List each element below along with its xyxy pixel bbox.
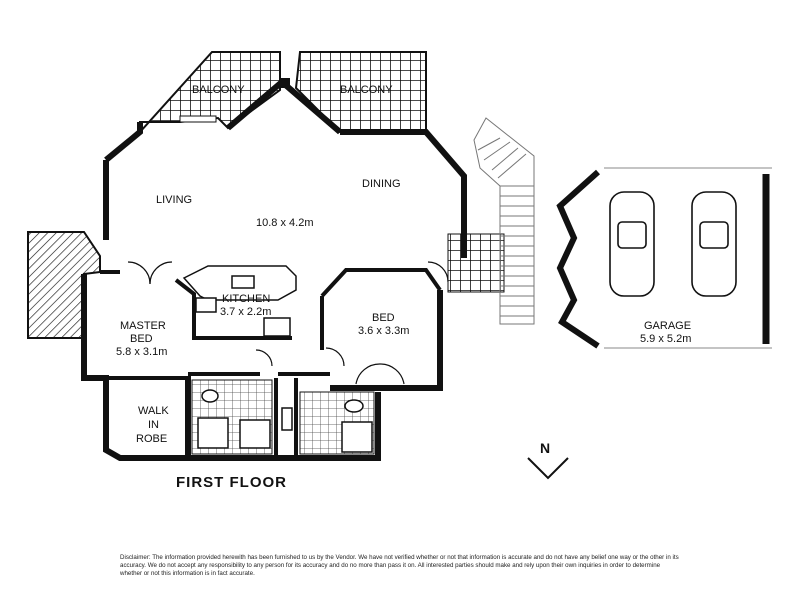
living-dimensions: 10.8 x 4.2m	[256, 217, 314, 229]
north-label: N	[540, 440, 551, 456]
master-bed-label: MASTER	[120, 320, 166, 332]
balcony-left-label: BALCONY	[192, 84, 245, 96]
garage-dimensions: 5.9 x 5.2m	[640, 333, 692, 345]
kitchen-label: KITCHEN	[222, 293, 271, 305]
car-icon	[609, 191, 737, 297]
walk-in-robe-label: WALK	[138, 405, 169, 417]
master-bed-dimensions: 5.8 x 3.1m	[116, 346, 168, 358]
floor-title: FIRST FLOOR	[176, 474, 287, 491]
courtyard-tiles	[447, 233, 505, 293]
north-arrow-icon	[527, 457, 569, 480]
door-swings	[127, 261, 449, 385]
bathroom-fixtures	[197, 389, 373, 453]
side-terrace	[27, 231, 101, 339]
bed-dimensions: 3.6 x 3.3m	[358, 325, 410, 337]
disclaimer-text: Disclaimer: The information provided her…	[120, 554, 679, 577]
stairs	[473, 117, 535, 325]
outer-walls	[81, 78, 467, 461]
kitchen-bench	[182, 265, 297, 337]
garage	[556, 167, 772, 349]
master-bed-label-2: BED	[130, 333, 153, 345]
balcony-right-label: BALCONY	[340, 84, 393, 96]
dining-label: DINING	[362, 178, 401, 190]
kitchen-dimensions: 3.7 x 2.2m	[220, 306, 272, 318]
bed-label: BED	[372, 312, 395, 324]
living-label: LIVING	[156, 194, 193, 206]
walk-in-robe-label-3: ROBE	[136, 433, 168, 445]
walk-in-robe-label-2: IN	[148, 419, 159, 431]
interior-walls	[100, 268, 442, 458]
garage-label: GARAGE	[644, 320, 692, 332]
